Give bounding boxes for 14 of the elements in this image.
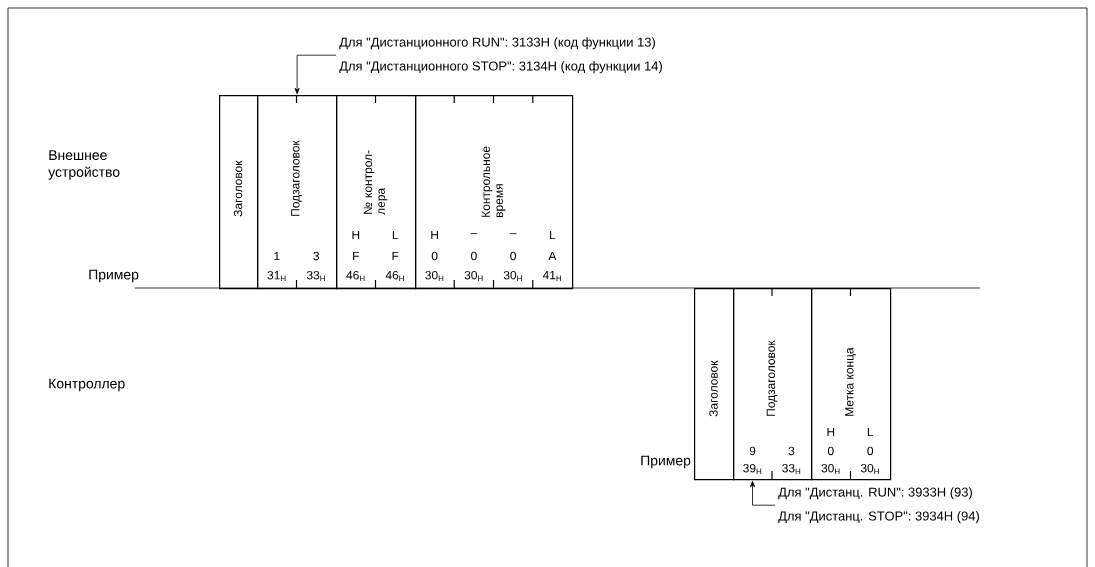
annotation-text: Для "Дистанционного RUN": 3133H (код функции 13) Для "Дистанционного STOP": 3134H (код функции 14)	[339, 37, 662, 74]
field-box: Подзаголовок 1 3 31$_{H}$ 33$_{H}$	[257, 94, 338, 290]
annotation-text: Для "Дистанц. RUN": 3933H (93) Для "Дистанц. STOP": 3934H (94)	[778, 487, 979, 524]
field-box: Метка конца H L 0 0 30$_{H}$ 30$_{H}$	[811, 287, 892, 481]
leader-arrow	[294, 54, 337, 95]
field-box: Подзаголовок 9 3 39$_{H}$ 33$_{H}$	[733, 287, 813, 481]
leader-arrow	[750, 480, 776, 506]
field-box: Заголовок	[219, 95, 259, 290]
row-label: Пример	[89, 269, 139, 283]
field-box: Заголовок	[694, 288, 735, 481]
field-box: Контрольное время H – – L 0 0 0 A 30$_{H}$ 30$_{H}$ 30$_{H}$ 41$_{H}$	[415, 94, 574, 290]
row-label: Внешнее устройство	[48, 150, 120, 180]
field-box: № контрол- лера H L F F 46$_{H}$ 46$_{H}$	[336, 94, 417, 290]
row-label: Контроллер	[49, 378, 125, 392]
